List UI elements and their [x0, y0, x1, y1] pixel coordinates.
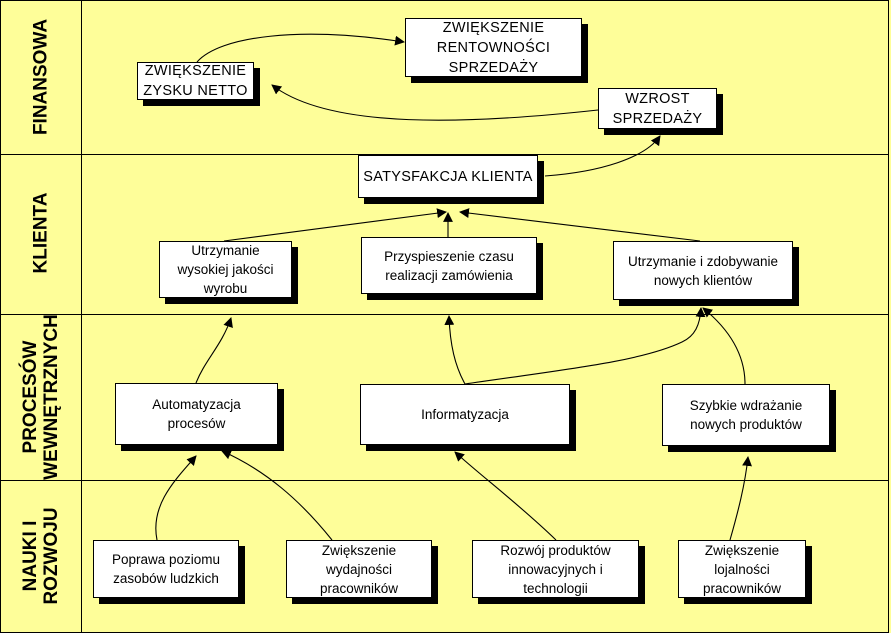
box-utrzymanie-klientow: Utrzymanie i zdobywanie nowych klientów — [613, 241, 793, 300]
box-przyspieszenie-czasu: Przyspieszenie czasu realizacji zamówien… — [361, 237, 537, 294]
box-satysfakcja-klienta: SATYSFAKCJA KLIENTA — [358, 155, 538, 198]
box-szybkie-wdrazanie: Szybkie wdrażanie nowych produktów — [662, 384, 830, 446]
perspective-label-procesow: PROCESÓW WEWNĘTRZNYCH — [20, 314, 62, 480]
perspective-label-klienta: KLIENTA — [30, 192, 52, 274]
box-informatyzacja: Informatyzacja — [360, 384, 570, 445]
box-zwiekszenie-zysku: ZWIĘKSZENIE ZYSKU NETTO — [137, 62, 254, 100]
box-automatyzacja-procesow: Automatyzacja procesów — [115, 383, 278, 445]
box-rozwoj-produktow: Rozwój produktów innowacyjnych i technol… — [472, 540, 639, 598]
box-utrzymanie-jakosci: Utrzymanie wysokiej jakości wyrobu — [159, 241, 292, 298]
box-poprawa-zasobow: Poprawa poziomu zasobów ludzkich — [93, 540, 239, 598]
box-zwiekszenie-lojalnosci: Zwiększenie lojalności pracowników — [678, 540, 806, 598]
box-zwiekszenie-rentownosci: ZWIĘKSZENIE RENTOWNOŚCI SPRZEDAŻY — [405, 18, 582, 77]
box-wzrost-sprzedazy: WZROST SPRZEDAŻY — [598, 88, 717, 129]
box-zwiekszenie-wydajnosci: Zwiększenie wydajności pracowników — [286, 540, 432, 598]
perspective-label-nauki: NAUKI I ROZWOJU — [20, 507, 62, 605]
perspective-label-finansowa: FINANSOWA — [30, 18, 52, 136]
